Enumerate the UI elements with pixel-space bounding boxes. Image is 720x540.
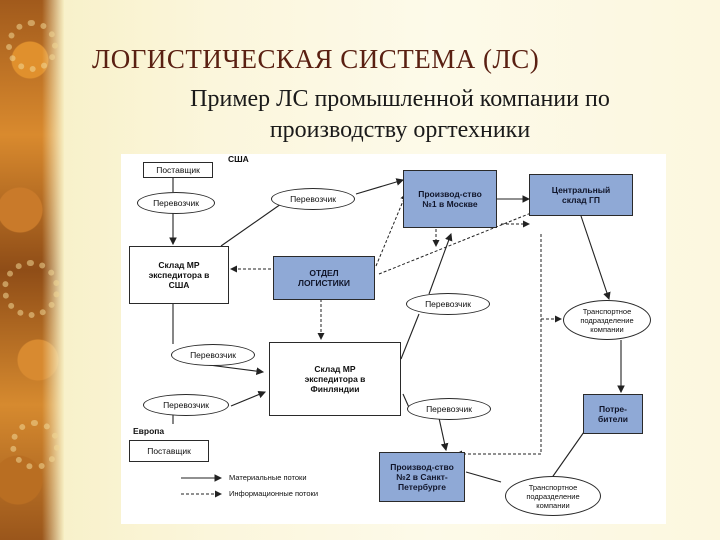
logistics-diagram: Поставщик США Перевозчик Перевозчик Прои… bbox=[121, 154, 666, 524]
carrier-oval: Перевозчик bbox=[406, 293, 490, 315]
warehouse-finland-box: Склад МР экспедитора в Финляндии bbox=[269, 342, 401, 416]
logistics-dept-box: ОТДЕЛ ЛОГИСТИКИ bbox=[273, 256, 375, 300]
flow-arrow bbox=[580, 215, 611, 301]
legend-information-label: Информационные потоки bbox=[229, 489, 319, 498]
production-2-box: Производ-ство №2 в Санкт-Петербурге bbox=[379, 452, 465, 502]
central-warehouse-box: Центральный склад ГП bbox=[529, 174, 633, 216]
info-flow bbox=[378, 207, 542, 275]
supplier-europe-box: Поставщик bbox=[129, 440, 209, 462]
gear-decoration bbox=[6, 20, 58, 72]
supplier-usa-box: Поставщик bbox=[143, 162, 213, 178]
carrier-oval: Перевозчик bbox=[143, 394, 229, 416]
region-usa-label: США bbox=[228, 154, 249, 164]
slide-title: ЛОГИСТИЧЕСКАЯ СИСТЕМА (ЛС) bbox=[92, 44, 540, 74]
flow-arrow bbox=[438, 417, 449, 452]
flow-arrow bbox=[428, 232, 453, 295]
carrier-oval: Перевозчик bbox=[171, 344, 255, 366]
carrier-oval: Перевозчик bbox=[271, 188, 355, 210]
gear-decoration bbox=[10, 420, 60, 470]
carrier-oval: Перевозчик bbox=[407, 398, 491, 420]
slide-subtitle: Пример ЛС промышленной компании по произ… bbox=[120, 84, 680, 146]
flow-arrow bbox=[355, 178, 405, 195]
flow-arrow bbox=[230, 390, 267, 407]
flow-arrow bbox=[465, 471, 502, 483]
gear-decoration bbox=[2, 260, 60, 318]
legend-material-label: Материальные потоки bbox=[229, 473, 307, 482]
transport-division-2-oval: Транспортное подразделение компании bbox=[505, 476, 601, 516]
region-europe-label: Европа bbox=[133, 426, 165, 436]
subtitle-line-2: производству оргтехники bbox=[269, 117, 531, 143]
production-1-box: Производ-ство №1 в Москве bbox=[403, 170, 497, 228]
transport-division-1-oval: Транспортное подразделение компании bbox=[563, 300, 651, 340]
subtitle-line-1: Пример ЛС промышленной компании по bbox=[190, 86, 610, 112]
consumers-box: Потре-бители bbox=[583, 394, 643, 434]
warehouse-usa-box: Склад МР экспедитора в США bbox=[129, 246, 229, 304]
carrier-oval: Перевозчик bbox=[137, 192, 215, 214]
flow-arrow bbox=[400, 313, 420, 360]
flow-arrow bbox=[220, 203, 282, 247]
info-flow bbox=[375, 193, 407, 267]
